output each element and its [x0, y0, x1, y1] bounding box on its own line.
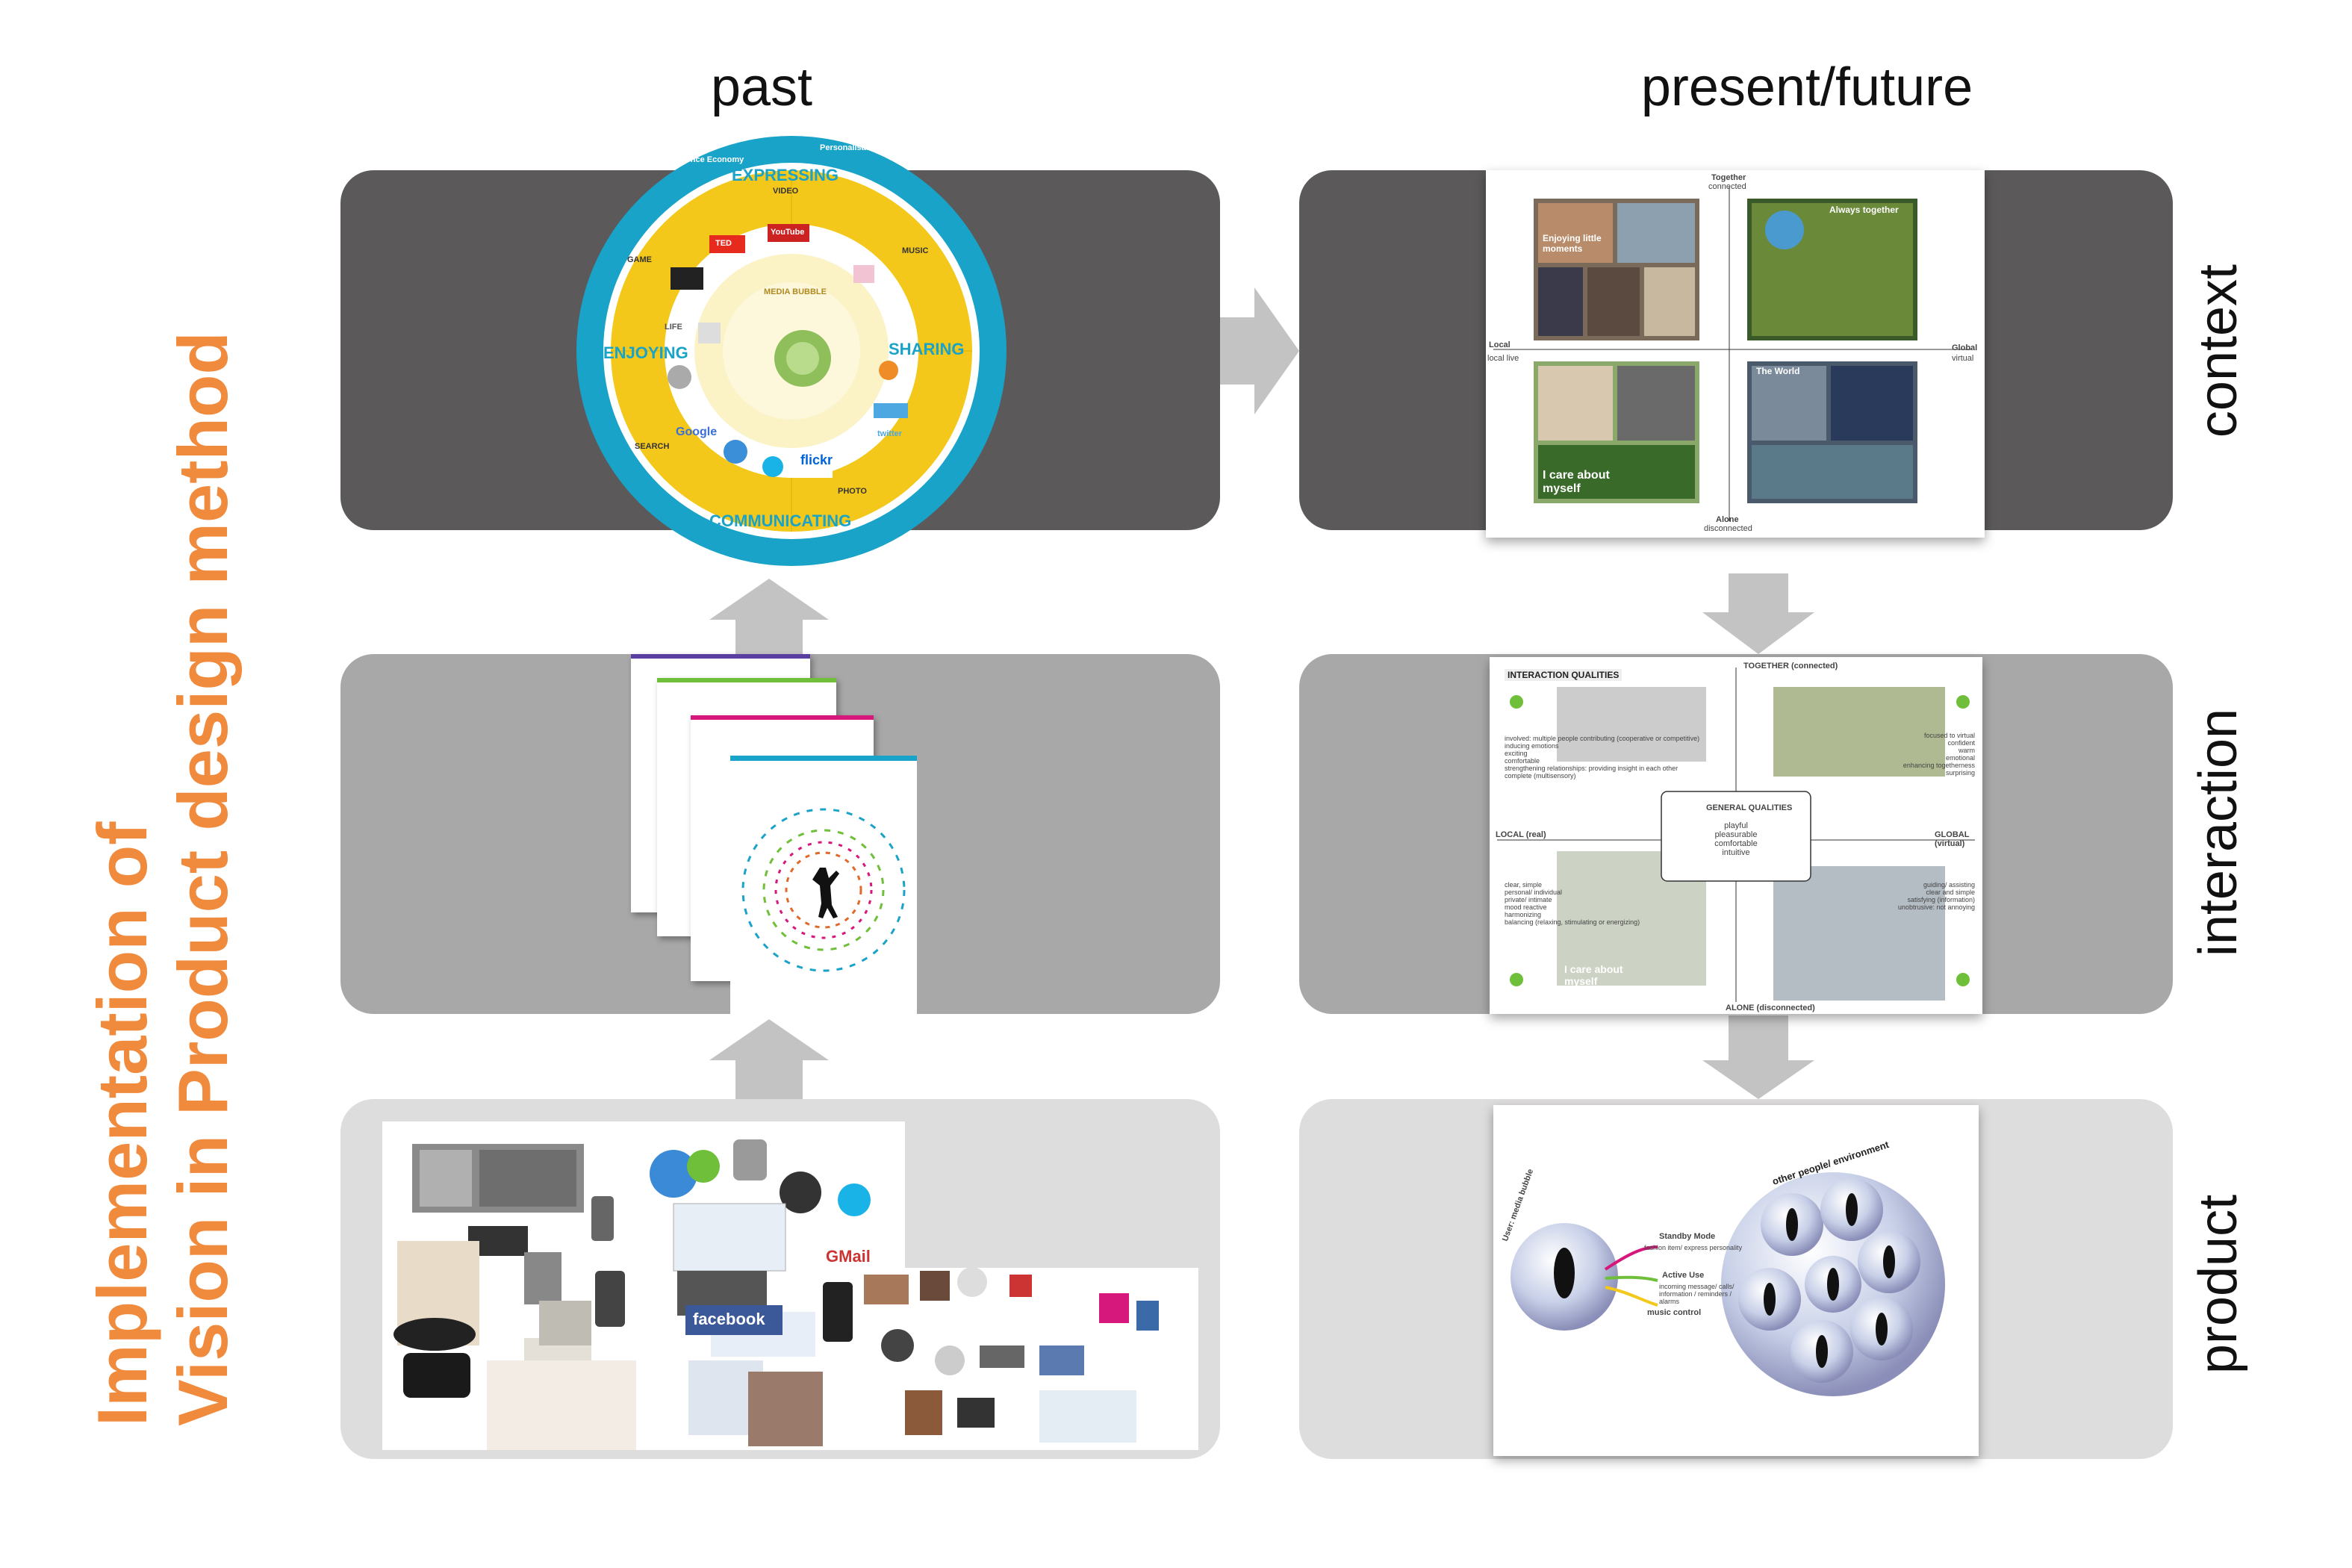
- iq-q3-item: clear, simple: [1505, 881, 1543, 889]
- wheel-brand-ted: TED: [715, 239, 732, 248]
- context-axis-left: Local: [1489, 340, 1511, 349]
- youtube-logo: [768, 224, 809, 242]
- wheel-item-photo: PHOTO: [838, 487, 867, 496]
- iq-q1-list: involved: multiple people contributing (…: [1505, 735, 1729, 780]
- product-music: music control: [1647, 1308, 1702, 1317]
- product-concept-graphic: [1511, 1172, 1945, 1396]
- wheel-label-expressing: EXPRESSING: [732, 166, 839, 184]
- context-axis-right-sub: virtual: [1952, 354, 1974, 363]
- wheel-brand-google: Google: [676, 426, 718, 438]
- iq-axis-top: TOGETHER (connected): [1743, 662, 1838, 671]
- iq-q3-list: clear, simple personal/ individual priva…: [1505, 881, 1669, 926]
- interaction-qualities-axes: [1497, 668, 1975, 1002]
- context-quote-q1: Enjoying little moments: [1543, 233, 1602, 254]
- iq-q4-item: clear and simple: [1926, 889, 1975, 896]
- context-quote-q3: I care about myself: [1543, 469, 1610, 495]
- iq-center-title: GENERAL QUALITIES: [1706, 803, 1793, 812]
- iq-q1-item: inducing emotions: [1505, 742, 1559, 750]
- wheel-brand-twitter: twitter: [877, 429, 902, 438]
- iq-q3-item: personal/ individual: [1505, 889, 1563, 896]
- arrow-down-context-to-interaction: [1702, 573, 1814, 654]
- wheel-label-enjoying: ENJOYING: [603, 343, 688, 362]
- iq-q1-item: complete (multisensory): [1505, 772, 1576, 780]
- iq-q4-item: guiding/ assisting: [1923, 881, 1975, 889]
- context-axis-top-sub: connected: [1708, 182, 1746, 191]
- iq-center-item: playful: [1724, 821, 1748, 830]
- iq-center-items: playful pleasurable comfortable intuitiv…: [1714, 821, 1758, 857]
- wheel-item-game: GAME: [627, 255, 652, 264]
- iq-q2-item: focused to virtual: [1923, 732, 1975, 739]
- facebook-logo: [685, 1305, 783, 1335]
- wheel-brand-youtube: YouTube: [771, 228, 805, 237]
- wheel-item-video: VIDEO: [773, 187, 799, 196]
- context-map-card: Together connected Alone disconnected Lo…: [1486, 170, 1985, 538]
- product-active: Active Use: [1662, 1271, 1705, 1280]
- product-standby: Standby Mode: [1659, 1232, 1716, 1241]
- gmail-label: GMail: [826, 1247, 871, 1266]
- iq-axis-left: LOCAL (real): [1496, 830, 1546, 839]
- context-axis-left-sub: local live: [1487, 354, 1519, 363]
- iq-q1-item: exciting: [1505, 750, 1528, 757]
- wheel-center-label: MEDIA BUBBLE: [764, 287, 827, 296]
- wheel-item-experience-economy: Experience Economy: [661, 155, 744, 164]
- iq-q4-item: unobtrusive: not annoying: [1897, 903, 1975, 911]
- wheel-brand-life: LIFE: [665, 323, 682, 332]
- iq-q3-item: private/ intimate: [1505, 896, 1552, 903]
- iq-q2-item: warm: [1959, 747, 1975, 754]
- interaction-qualities-card: INTERACTION QUALITIES TOGETHER (connecte…: [1490, 657, 1982, 1014]
- context-axis-right: Global: [1952, 343, 1978, 352]
- iq-axis-right: GLOBAL (virtual): [1935, 830, 1970, 848]
- product-concept-card: User: media bubble other people/ environ…: [1493, 1105, 1979, 1456]
- iq-q4-item: satisfying (information): [1907, 896, 1975, 903]
- ted-logo: [709, 235, 745, 253]
- arrow-down-interaction-to-product: [1702, 1015, 1814, 1099]
- experience-wheel: [576, 136, 1007, 566]
- wheel-item-personalisation: Personalisation: [820, 143, 881, 152]
- iq-q3-quote: I care about myself: [1564, 963, 1623, 987]
- iq-q2-item: enhancing togetherness: [1903, 762, 1975, 769]
- context-axis-bottom-sub: disconnected: [1704, 524, 1752, 533]
- iq-q4-list: guiding/ assisting clear and simple sati…: [1878, 881, 1975, 911]
- flickr-logo: [795, 463, 833, 478]
- column-header-present: present/future: [1640, 57, 1973, 117]
- icon-sheet-4: [730, 756, 917, 1017]
- column-header-past: past: [710, 57, 813, 117]
- dancer-silhouette: [812, 868, 839, 918]
- iq-center-item: pleasurable: [1714, 830, 1758, 839]
- context-map-axes: [1493, 187, 1971, 521]
- wheel-label-communicating: COMMUNICATING: [709, 511, 852, 530]
- product-collage-images: [393, 1139, 1159, 1450]
- iq-q1-item: comfortable: [1505, 757, 1540, 765]
- wheel-item-music: MUSIC: [902, 246, 929, 255]
- iq-q3-item: balancing (relaxing, stimulating or ener…: [1505, 918, 1640, 926]
- context-quote-q4: The World: [1756, 366, 1800, 376]
- iq-q1-item: strengthening relationships: providing i…: [1505, 765, 1679, 772]
- product-standby-sub: fashion item/ express personality: [1644, 1244, 1743, 1251]
- context-axis-bottom: Alone: [1716, 515, 1739, 524]
- facebook-label: facebook: [693, 1310, 765, 1328]
- context-quote-q2: Always together: [1829, 205, 1899, 215]
- arrow-right-past-to-present: [1220, 287, 1299, 414]
- iq-q2-item: emotional: [1945, 754, 1975, 762]
- wheel-item-search: SEARCH: [635, 442, 670, 451]
- iq-center-item: intuitive: [1722, 848, 1750, 857]
- arrow-up-product-to-interaction: [709, 1019, 829, 1099]
- product-active-sub: incoming message/ calls/ information / r…: [1659, 1283, 1735, 1305]
- iq-q2-list: focused to virtual confident warm emotio…: [1863, 732, 1975, 777]
- iq-q1-item: involved: multiple people contributing (…: [1505, 735, 1700, 742]
- iq-heading: INTERACTION QUALITIES: [1505, 669, 1623, 681]
- iq-q3-item: harmonizing: [1505, 911, 1542, 918]
- iq-axis-bottom: ALONE (disconnected): [1726, 1004, 1815, 1012]
- iq-q2-item: surprising: [1945, 769, 1975, 777]
- iq-q2-item: confident: [1947, 739, 1975, 747]
- iq-center-item: comfortable: [1714, 839, 1758, 848]
- wheel-label-sharing: SHARING: [889, 340, 965, 358]
- context-axis-top: Together: [1711, 173, 1746, 182]
- arrow-up-interaction-to-context: [709, 579, 829, 654]
- wheel-brand-flickr: flickr: [800, 452, 833, 467]
- iq-q3-item: mood reactive: [1505, 903, 1547, 911]
